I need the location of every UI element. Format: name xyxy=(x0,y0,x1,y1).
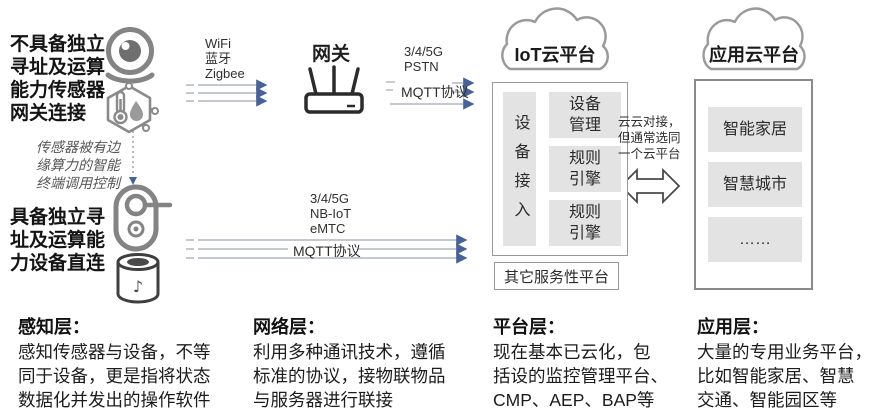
cloud-link-double-arrow xyxy=(619,167,681,205)
gateway-to-cloud-arrows xyxy=(386,77,475,110)
iot-module-rule-engine-2: 规则引擎 xyxy=(549,200,621,246)
smart-lock-icon xyxy=(110,184,174,252)
sensor-group-label: 不具备独立 寻址及运算 能力传感器 网关连接 xyxy=(10,34,106,124)
app-module-smart-city: 智慧城市 xyxy=(708,162,802,207)
direct-mqtt-label: MQTT协议 xyxy=(293,243,361,259)
cloud-shape xyxy=(501,7,609,71)
sensor-to-gateway-arrows xyxy=(186,85,266,101)
layer-title: 应用层： xyxy=(697,317,769,337)
app-module-smart-home: 智能家居 xyxy=(708,107,802,152)
direct-wan-protocols-label: 3/4/5G NB-IoT eMTC xyxy=(310,191,352,236)
perception-layer-section: 感知层： 感知传感器与设备，不等 同于设备，更是指将状态 数据化并发出的操作软件 xyxy=(18,316,244,412)
layer-body: 大量的专用业务平台， 比如智能家居、智慧 交通、智能园区等 xyxy=(697,342,872,410)
cloud-shape xyxy=(702,7,806,71)
gateway-mqtt-label: MQTT协议 xyxy=(401,84,469,100)
other-services-box: 其它服务性平台 xyxy=(494,262,619,290)
layer-body: 现在基本已云化，包 括设的监控管理平台、 CMP、AEP、BAP等 xyxy=(493,342,668,410)
smart-speaker-icon: ♪ xyxy=(112,252,164,304)
edge-control-arrow xyxy=(129,131,137,185)
app-cloud: 应用云平台 xyxy=(686,5,822,81)
router-icon xyxy=(302,62,366,118)
camera-icon xyxy=(101,26,161,88)
device-to-cloud-arrows xyxy=(186,240,466,258)
app-cloud-label: 应用云平台 xyxy=(709,45,799,65)
layer-title: 平台层： xyxy=(493,317,565,337)
layer-body: 感知传感器与设备，不等 同于设备，更是指将状态 数据化并发出的操作软件 xyxy=(18,342,211,410)
layer-title: 网络层： xyxy=(253,317,325,337)
sensor-icon xyxy=(101,83,163,135)
cloud-link-note: 云云对接， 但通常选同 一个云平台 xyxy=(618,115,681,161)
device-access-cell: 设备接入 xyxy=(503,92,536,246)
iot-module-rule-engine-1: 规则引擎 xyxy=(549,146,621,192)
gateway-wan-protocols-label: 3/4/5G PSTN xyxy=(404,44,444,74)
iot-module-device-management: 设备管理 xyxy=(549,92,621,138)
svg-text:♪: ♪ xyxy=(133,277,143,296)
layer-body: 利用多种通讯技术，遵循 标准的协议，接物联物品 与服务器进行联接 xyxy=(253,342,446,410)
iot-cloud: IoT云平台 xyxy=(484,5,626,81)
application-layer-section: 应用层： 大量的专用业务平台， 比如智能家居、智慧 交通、智能园区等 xyxy=(697,316,877,412)
direct-device-group-label: 具备独立寻 址及运算能 力设备直连 xyxy=(10,207,106,274)
layer-title: 感知层： xyxy=(18,317,90,337)
network-layer-section: 网络层： 利用多种通讯技术，遵循 标准的协议，接物联物品 与服务器进行联接 xyxy=(253,316,479,412)
gateway-label: 网关 xyxy=(312,44,351,65)
lan-protocols-label: WiFi 蓝牙 Zigbee xyxy=(205,36,245,81)
iot-cloud-label: IoT云平台 xyxy=(514,45,596,65)
platform-layer-section: 平台层： 现在基本已云化，包 括设的监控管理平台、 CMP、AEP、BAP等 xyxy=(493,316,689,412)
app-module-ellipsis: …… xyxy=(708,217,802,262)
edge-compute-note: 传感器被有边 缘算力的智能 终端调用控制 xyxy=(36,139,120,191)
